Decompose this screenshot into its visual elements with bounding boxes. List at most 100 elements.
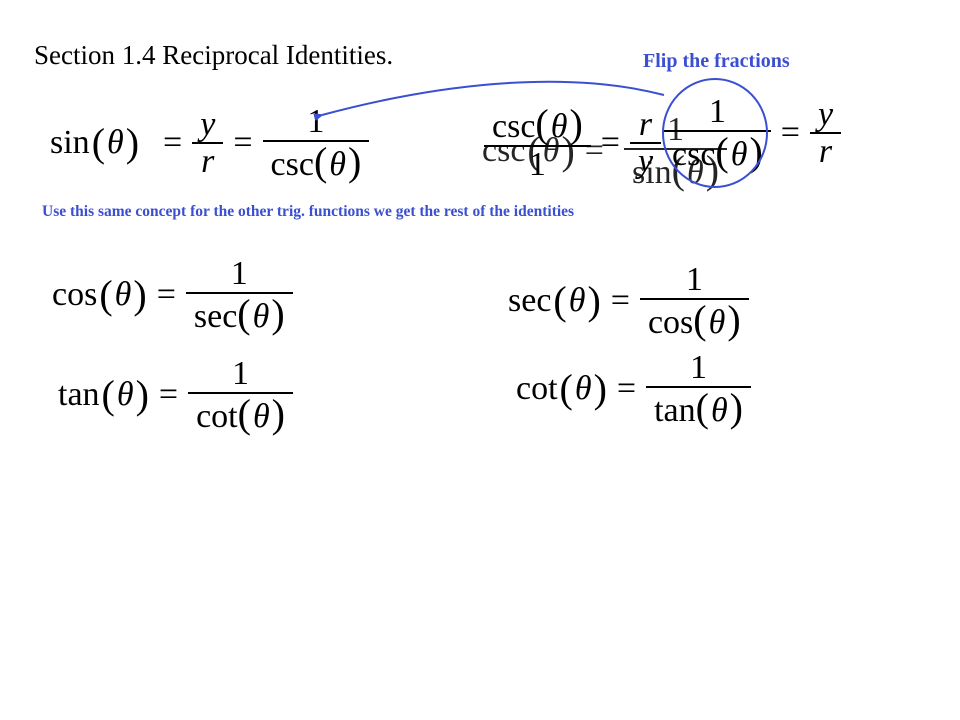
fraction-bar — [192, 142, 224, 145]
denominator-r: r — [201, 143, 215, 181]
equals-sign: = — [610, 282, 630, 320]
fn-cos: cos — [647, 303, 694, 341]
fraction-y-over-r: y r — [192, 105, 224, 181]
open-paren: ( — [715, 128, 729, 174]
close-paren: ) — [561, 128, 575, 174]
denominator-y: y — [637, 143, 654, 181]
fn-sin: sin — [50, 124, 90, 162]
theta: θ — [114, 276, 132, 314]
equals-sign: = — [156, 276, 176, 314]
equals-sign: = — [163, 124, 183, 162]
fraction-bar — [646, 385, 751, 388]
theta: θ — [252, 297, 270, 335]
fraction-y-over-r: y r — [809, 95, 842, 171]
close-paren: ) — [271, 390, 285, 436]
theta: θ — [252, 397, 270, 435]
open-paren: ( — [693, 296, 707, 342]
denominator-cos: cos(θ) — [640, 296, 749, 342]
close-paren: ) — [587, 278, 601, 324]
theta: θ — [574, 370, 592, 408]
fraction-one-over-sec: 1 sec(θ) — [185, 255, 293, 336]
numerator-one: 1 — [685, 261, 703, 298]
equals-sign: = — [600, 124, 620, 162]
close-paren: ) — [133, 272, 147, 318]
numerator-y: y — [200, 105, 216, 143]
denominator-sec: sec(θ) — [186, 290, 293, 336]
numerator-one: 1 — [708, 93, 726, 130]
equals-sign: = — [780, 114, 800, 152]
open-paren: ( — [99, 272, 113, 318]
fraction-bar — [809, 132, 842, 135]
equation-sec-reciprocal: sec ( θ ) = 1 cos(θ) — [508, 262, 749, 340]
fraction-bar — [188, 391, 293, 394]
theta: θ — [329, 145, 346, 183]
theta: θ — [710, 391, 728, 429]
fn-sec: sec — [508, 282, 552, 320]
fn-tan: tan — [654, 391, 696, 429]
theta: θ — [107, 124, 124, 162]
open-paren: ( — [101, 372, 115, 418]
theta: θ — [730, 135, 748, 173]
open-paren: ( — [237, 290, 251, 336]
equation-flipped-fraction: 1 csc(θ) = y r — [664, 94, 842, 172]
equals-sign: = — [616, 370, 637, 408]
close-paren: ) — [729, 384, 743, 430]
numerator-one: 1 — [307, 103, 325, 140]
fn-csc: csc — [482, 132, 526, 170]
close-paren: ) — [727, 296, 741, 342]
numerator-y: y — [817, 95, 834, 133]
close-paren: ) — [593, 366, 607, 412]
fraction-one-over-cot: 1 cot(θ) — [188, 356, 293, 434]
theta: θ — [568, 282, 586, 320]
fraction-one-over-tan: 1 tan(θ) — [646, 350, 751, 428]
numerator-one: 1 — [230, 255, 248, 292]
numerator-one: 1 — [232, 355, 250, 392]
close-paren: ) — [271, 290, 285, 336]
theta: θ — [542, 132, 560, 170]
close-paren: ) — [749, 128, 763, 174]
fraction-bar — [639, 297, 749, 300]
fn-cos: cos — [52, 276, 98, 314]
close-paren: ) — [125, 120, 140, 166]
open-paren: ( — [91, 120, 106, 166]
fn-cot: cot — [516, 370, 558, 408]
close-paren: ) — [135, 372, 149, 418]
equation-cot-reciprocal: cot ( θ ) = 1 tan(θ) — [516, 350, 751, 428]
theta: θ — [116, 376, 134, 414]
denominator-cot: cot(θ) — [188, 390, 293, 436]
open-paren: ( — [237, 390, 251, 436]
numerator-one: 1 — [690, 349, 708, 386]
open-paren: ( — [527, 128, 541, 174]
denominator-csc: csc(θ) — [664, 128, 771, 174]
flip-fractions-label: Flip the fractions — [643, 50, 790, 72]
fn-sec: sec — [193, 297, 238, 335]
fraction-bar — [262, 139, 370, 142]
theta: θ — [550, 108, 568, 145]
close-paren: ) — [347, 138, 362, 184]
denominator-csc: csc(θ) — [263, 138, 370, 184]
fraction-one-over-csc: 1 csc(θ) — [262, 103, 370, 184]
equals-sign: = — [233, 124, 253, 162]
fn-cot: cot — [196, 397, 238, 435]
denominator-tan: tan(θ) — [646, 384, 751, 430]
fn-tan: tan — [58, 376, 100, 414]
equation-tan-reciprocal: tan ( θ ) = 1 cot(θ) — [58, 356, 293, 434]
denominator-one: 1 — [528, 145, 546, 183]
theta: θ — [708, 303, 726, 341]
fraction-one-over-csc: 1 csc(θ) — [664, 94, 771, 172]
equals-sign: = — [584, 132, 604, 170]
open-paren: ( — [695, 384, 709, 430]
open-paren: ( — [559, 366, 573, 412]
denominator-r: r — [818, 133, 833, 171]
fn-csc: csc — [270, 145, 314, 183]
equation-cos-reciprocal: cos ( θ ) = 1 sec(θ) — [52, 256, 293, 334]
open-paren: ( — [313, 138, 328, 184]
equation-sin-reciprocal: sin ( θ ) = y r = 1 csc(θ) — [50, 103, 370, 184]
fn-csc: csc — [672, 135, 716, 173]
equals-sign: = — [158, 376, 179, 414]
fraction-bar — [185, 291, 293, 294]
open-paren: ( — [553, 278, 567, 324]
fraction-bar — [629, 142, 662, 145]
fraction-bar — [484, 144, 591, 147]
slide-title: Section 1.4 Reciprocal Identities. — [34, 40, 394, 70]
